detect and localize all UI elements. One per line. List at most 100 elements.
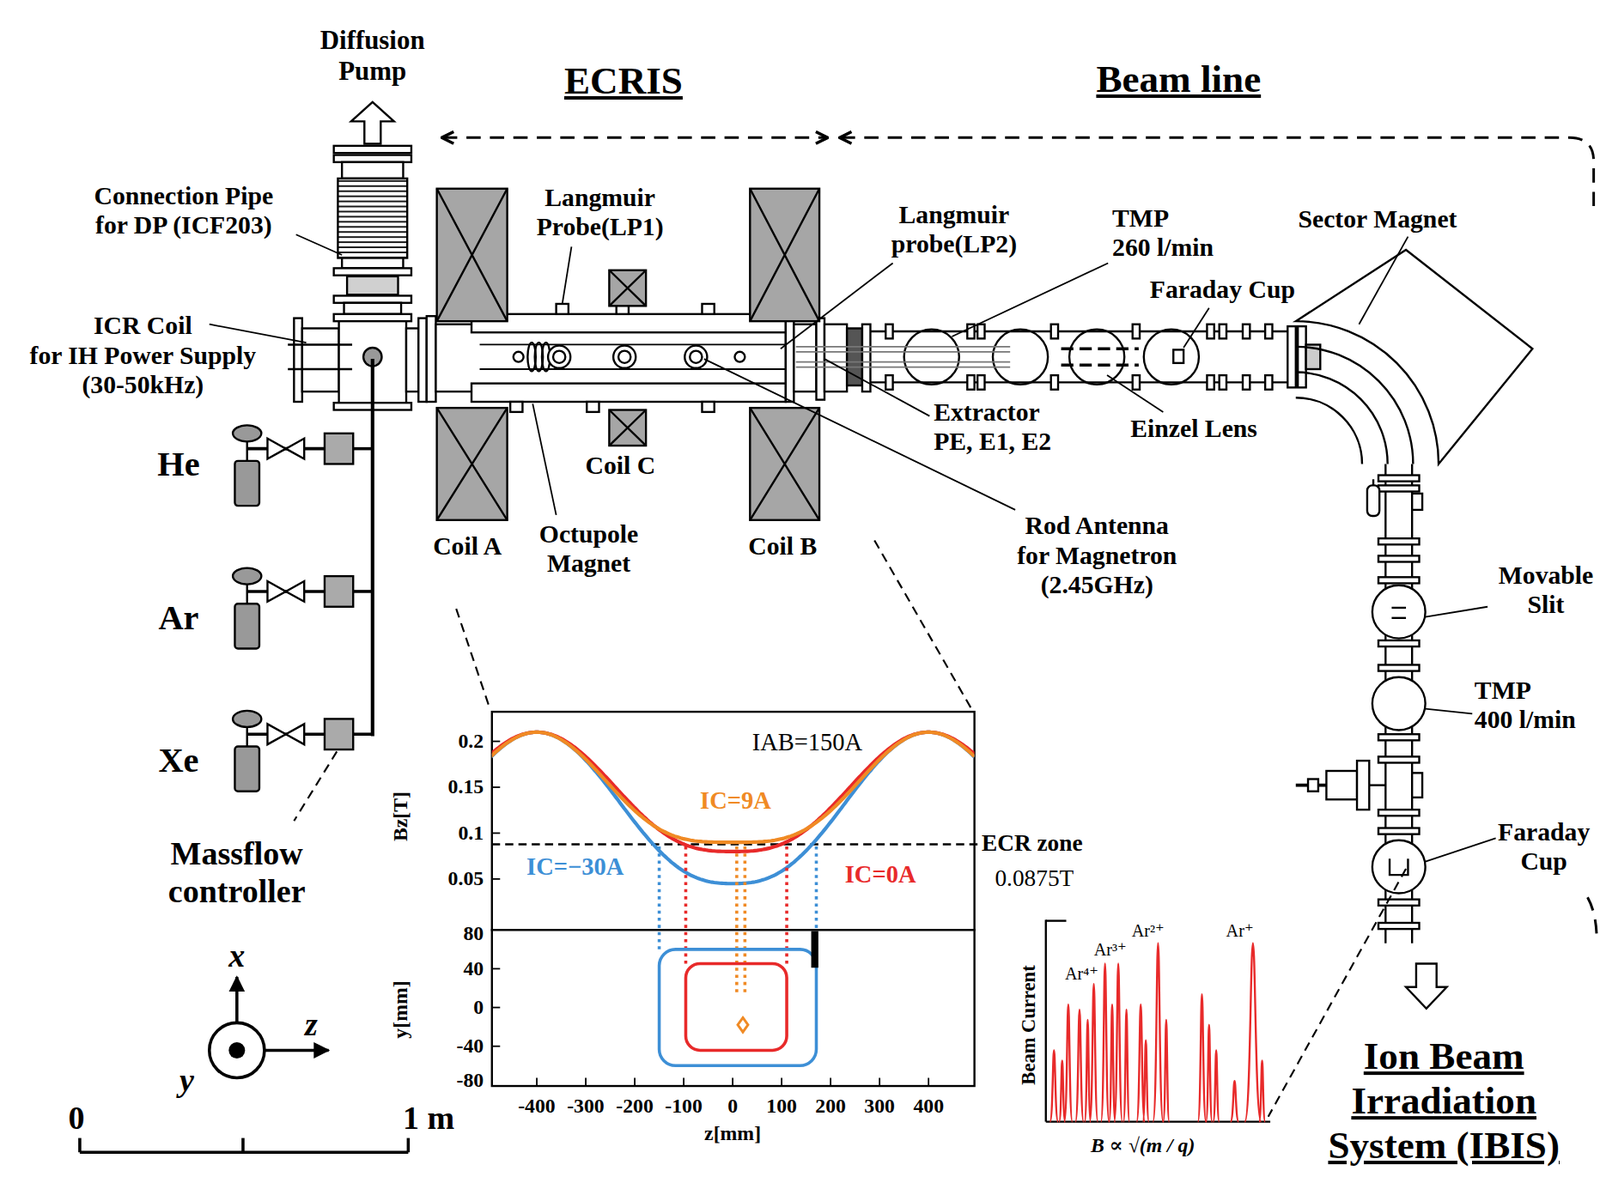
leader-line [1358,237,1408,325]
ecris-chamber [846,328,863,386]
field-plot [829,1078,832,1088]
field-plot [780,1078,783,1088]
region-arrow [443,137,1597,941]
coil [749,407,820,521]
leader-line [1425,709,1473,715]
axis-tick: 0 [473,996,484,1020]
field-plot [535,1078,538,1088]
ecris-chamber [510,401,523,413]
field-plot [633,1078,636,1088]
pump-cross [302,328,340,392]
beam-line [1287,326,1296,388]
axis-tick: 0.15 [448,776,485,800]
pump-cross [341,258,403,269]
beam-line [967,375,974,390]
pump-cross [344,303,402,315]
gas-label: Ar [158,598,199,639]
part-label: TMP 260 l/min [1112,203,1214,262]
beam-line [796,366,1010,369]
axis-name: x [228,938,245,977]
part-label: Octupole Magnet [539,519,639,578]
ecris-chamber [618,351,631,364]
coil [437,407,508,521]
field-plot [492,1046,501,1048]
ecris-chamber [471,383,786,402]
peak-label: Ar²⁺ [1131,921,1165,942]
gas-line [371,358,375,737]
coil [749,188,820,322]
gas-unit [232,568,262,585]
beam-line [1378,577,1420,584]
curve-label: IC=0A [845,861,917,890]
section-heading: Ion Beam Irradiation System (IBIS) [1327,1034,1560,1169]
axis-name: z [304,1006,318,1045]
field-plot [737,1017,749,1033]
beam-line [1132,375,1140,390]
dashed-leader [293,751,337,822]
gas-unit [246,727,249,748]
field-plot [584,1078,587,1088]
beam-line [1242,324,1250,340]
beam-line [1242,375,1250,390]
plot-annotation: ECR zone [981,830,1083,858]
field-plot [682,1078,685,1088]
coil [437,188,508,322]
pump-cross [334,314,412,322]
beam-line [1372,677,1426,731]
gas-unit [267,438,286,460]
axis-tick: 200 [815,1095,846,1119]
gas-label: He [157,444,200,484]
beam-line [1378,640,1420,647]
leader-line [1183,308,1210,348]
field-plot [492,786,501,789]
part-label: Sector Magnet [1298,204,1458,234]
axis-tick: 0.1 [457,821,484,846]
beam-line [796,351,1010,353]
beam-line [1378,828,1420,835]
part-label: Faraday Cup [1497,817,1590,877]
beam-line [885,324,893,340]
beam-line [796,346,1010,348]
beam-line [1173,349,1184,363]
part-label: Rod Antenna for Magnetron (2.45GHz) [1016,511,1177,599]
part-label: Coil C [585,450,657,481]
coil [437,407,508,521]
beam-line [796,346,1010,368]
coil [437,188,508,322]
axis-name: y [179,1063,195,1102]
part-label: Movable Slit [1498,560,1594,620]
axis-title: y[mm] [389,981,413,1040]
axis-title: B ∝ √(m / q) [1090,1135,1195,1159]
gas-unit [232,425,373,791]
gas-unit [232,711,373,792]
ecris-chamber [553,351,566,364]
spectrum-plot [1046,919,1271,1122]
ecris-chamber [689,351,702,364]
beam-line [1378,809,1420,816]
pump-cross [287,102,427,411]
pump-cross [418,318,427,402]
pump-cross [406,328,419,392]
gas-label: Xe [158,741,199,781]
beam-line [1405,963,1448,1009]
beam-line [1372,479,1375,486]
axis-title: z[mm] [704,1123,761,1147]
field-plot [492,878,501,881]
scale-bar [241,1138,245,1154]
beam-line [977,324,985,340]
beam-line [1378,485,1420,492]
beam-line [1356,760,1369,810]
beam-line [1378,900,1420,907]
curve-label: IC=9A [699,786,772,816]
field-plot [492,968,501,971]
beam-line [1132,324,1140,340]
axis-tick: -80 [456,1070,485,1094]
beam-line [1372,585,1426,639]
pump-cross [346,276,398,295]
axis-tick: 300 [863,1095,895,1119]
field-plot [492,732,975,852]
leader-line [209,324,307,343]
axis-tick: -300 [566,1095,605,1119]
gas-unit [246,584,249,605]
beam-line [1378,923,1420,930]
